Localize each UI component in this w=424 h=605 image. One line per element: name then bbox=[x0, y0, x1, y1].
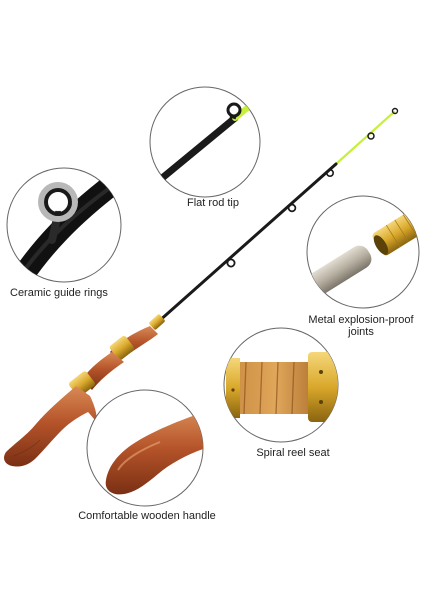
reel-seat-label: Spiral reel seat bbox=[256, 447, 330, 459]
tip-top-ring bbox=[391, 107, 399, 115]
handle-label: Comfortable wooden handle bbox=[78, 510, 216, 522]
rod-blank bbox=[156, 162, 338, 324]
joints-label-line2: joints bbox=[348, 326, 374, 338]
joints-callout bbox=[306, 195, 420, 309]
guide-rings bbox=[226, 132, 375, 268]
guide-rings-label: Ceramic guide rings bbox=[10, 287, 108, 299]
rod-handle bbox=[4, 386, 97, 467]
joints-label: Metal explosion-proof joints bbox=[298, 314, 424, 338]
rod-tip-section bbox=[334, 110, 396, 166]
reel-seat-ring-upper bbox=[109, 335, 135, 361]
fishing-rod bbox=[4, 107, 399, 467]
joints-label-line1: Metal explosion-proof bbox=[308, 314, 414, 326]
handle-callout bbox=[86, 389, 204, 507]
rod-tip-label: Flat rod tip bbox=[187, 197, 239, 209]
reel-seat-callout bbox=[223, 327, 339, 443]
ferrule-cap bbox=[149, 314, 165, 330]
guide-rings-callout bbox=[6, 167, 122, 283]
rod-tip-callout bbox=[149, 86, 261, 198]
